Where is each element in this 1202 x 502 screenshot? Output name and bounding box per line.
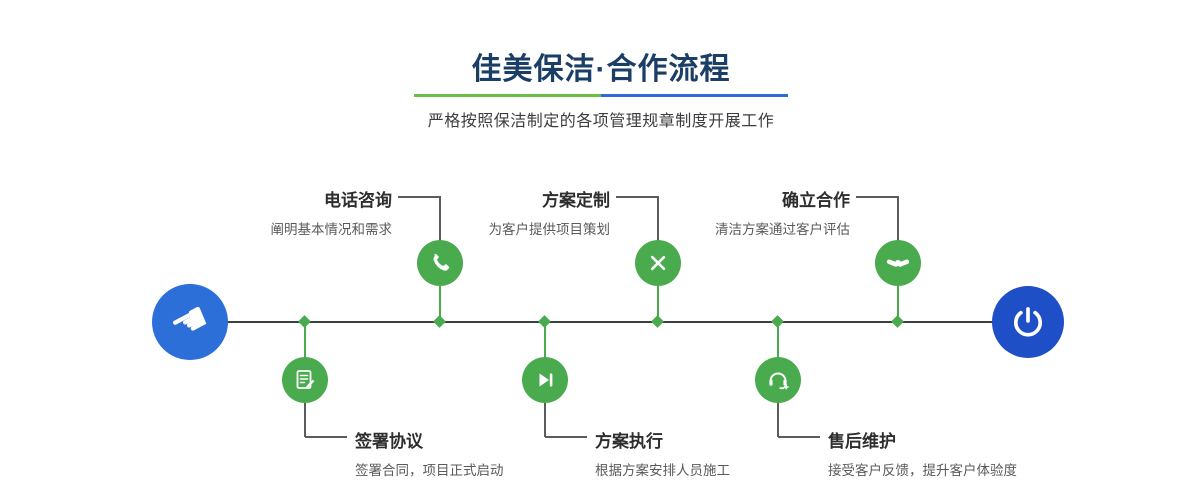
step-design-circle xyxy=(635,240,681,286)
sign-document-icon xyxy=(293,368,317,392)
connector-line xyxy=(897,263,899,322)
step-title: 签署协议 xyxy=(355,432,423,451)
timeline-node-diamond xyxy=(891,315,904,328)
page-title: 佳美保洁·合作流程 xyxy=(471,53,731,86)
label-connector xyxy=(778,436,820,438)
step-title: 确立合作 xyxy=(782,191,850,210)
label-connector xyxy=(305,436,347,438)
step-handshake-label: 确立合作 清洁方案通过客户评估 xyxy=(715,186,850,238)
label-connector xyxy=(856,196,898,198)
connector-line xyxy=(777,322,779,380)
title-divider xyxy=(414,94,788,97)
step-aftersales-label: 售后维护 接受客户反馈，提升客户体验度 xyxy=(828,427,1017,479)
step-phone-label: 电话咨询 阐明基本情况和需求 xyxy=(271,186,393,238)
label-connector xyxy=(616,196,658,198)
handshake-icon xyxy=(885,250,911,276)
step-design-label: 方案定制 为客户提供项目策划 xyxy=(489,186,611,238)
power-icon xyxy=(1011,305,1045,339)
step-desc: 签署合同，项目正式启动 xyxy=(355,463,504,478)
step-phone-circle xyxy=(417,240,463,286)
step-handshake-circle xyxy=(875,240,921,286)
label-connector xyxy=(398,196,440,198)
play-execute-icon xyxy=(533,368,557,392)
step-desc: 为客户提供项目策划 xyxy=(488,222,611,237)
step-title: 方案执行 xyxy=(595,432,663,451)
step-desc: 根据方案安排人员施工 xyxy=(595,463,730,478)
step-sign-circle xyxy=(282,357,328,403)
step-execute-circle xyxy=(522,357,568,403)
step-execute-label: 方案执行 根据方案安排人员施工 xyxy=(595,427,730,479)
step-title: 电话咨询 xyxy=(324,191,392,210)
hand-pointer-icon: ☚ xyxy=(161,291,218,353)
step-title: 方案定制 xyxy=(542,191,610,210)
label-connector xyxy=(897,196,899,241)
timeline-node-diamond xyxy=(433,315,446,328)
label-connector xyxy=(439,196,441,241)
design-icon xyxy=(646,251,670,275)
label-connector xyxy=(304,403,306,437)
timeline-start-node: ☚ xyxy=(152,284,228,360)
timeline-node-diamond xyxy=(298,315,311,328)
step-title: 售后维护 xyxy=(828,432,896,451)
timeline-node-diamond xyxy=(771,315,784,328)
connector-line xyxy=(439,263,441,322)
step-sign-label: 签署协议 签署合同，项目正式启动 xyxy=(355,427,504,479)
step-desc: 阐明基本情况和需求 xyxy=(270,222,393,237)
timeline-line xyxy=(190,321,1030,323)
step-aftersales-circle xyxy=(755,357,801,403)
label-connector xyxy=(777,403,779,437)
connector-line xyxy=(304,322,306,380)
label-connector xyxy=(657,196,659,241)
connector-line xyxy=(657,263,659,322)
connector-line xyxy=(544,322,546,380)
headset-icon xyxy=(766,368,790,392)
timeline-end-node xyxy=(992,286,1064,358)
timeline-node-diamond xyxy=(538,315,551,328)
step-desc: 接受客户反馈，提升客户体验度 xyxy=(828,463,1017,478)
page-subtitle: 严格按照保洁制定的各项管理规章制度开展工作 xyxy=(427,113,775,130)
phone-icon xyxy=(428,251,452,275)
timeline-node-diamond xyxy=(651,315,664,328)
label-connector xyxy=(544,403,546,437)
step-desc: 清洁方案通过客户评估 xyxy=(715,222,850,237)
label-connector xyxy=(545,436,587,438)
